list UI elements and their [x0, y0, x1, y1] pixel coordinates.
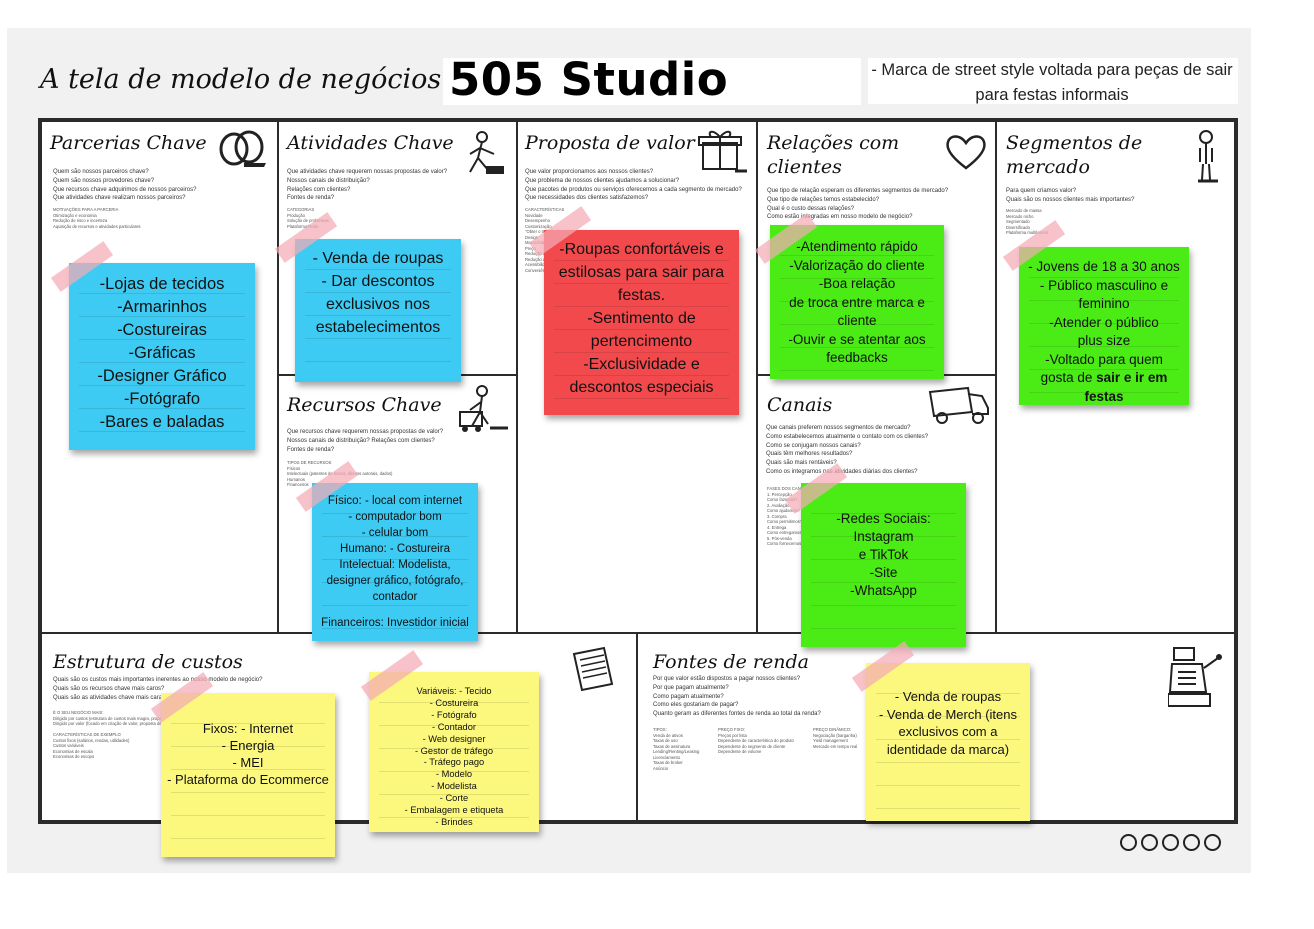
description-box: [868, 58, 1238, 104]
block-questions: Que valor proporcionamos aos nossos clie…: [525, 169, 742, 202]
block-hints: TIPOS: Venda de ativos Taxas de uso Taxa…: [653, 727, 700, 771]
note-text: Físico: - local com internet- computador…: [321, 495, 469, 629]
divider: [995, 118, 997, 634]
divider: [277, 118, 279, 634]
divider: [636, 632, 638, 824]
divider: [516, 118, 518, 634]
divider: [756, 118, 758, 634]
block-title-recursos: Recursos Chave: [287, 394, 442, 416]
info-license-icon: [1204, 834, 1221, 851]
divider: [38, 632, 1238, 634]
sticky-note-recursos: Físico: - local com internet- computador…: [312, 483, 478, 641]
sa-license-icon: [1183, 834, 1200, 851]
note-text: Fixos: - Internet- Energia- MEI- Platafo…: [167, 721, 329, 787]
worker-cart-icon: [459, 385, 508, 432]
notes-icon: [572, 646, 614, 692]
block-questions: Que atividades chave requerem nossas pro…: [287, 169, 448, 202]
brand-box: [443, 58, 861, 105]
by-license-icon: [1141, 834, 1158, 851]
block-hints: FASES DOS CANAIS 1. Percepção Como fazem…: [767, 486, 808, 546]
brand-name: 505 Studio: [449, 53, 729, 106]
note-text: -Lojas de tecidos-Armarinhos-Costureiras…: [97, 275, 227, 431]
sticky-note-custos-fixos: Fixos: - Internet- Energia- MEI- Platafo…: [161, 693, 335, 857]
sticky-note-fontes: - Venda de roupas- Venda de Merch (itens…: [866, 663, 1030, 821]
block-questions: Que canais preferem nossos segmentos de …: [766, 425, 929, 475]
heart-icon: [946, 135, 986, 170]
block-hints: PREÇO FIXO: Preços por lista Dependente …: [718, 727, 794, 754]
block-title-parcerias: Parcerias Chave: [50, 132, 207, 154]
block-title-custos: Estrutura de custos: [53, 651, 243, 673]
block-title-canais: Canais: [767, 394, 833, 416]
block-title-relacoes: Relações com clientes: [767, 132, 900, 178]
block-title-segmentos: Segmentos de mercado: [1006, 132, 1143, 178]
note-text: -Atendimento rápido-Valorização do clien…: [788, 239, 926, 365]
block-hints: Mercado de massa Mercado nicho Segmentad…: [1006, 208, 1048, 235]
block-questions: Quais são os custos mais importantes ine…: [53, 677, 263, 701]
wedding-rings-icon: [219, 130, 266, 167]
cash-register-icon: [1168, 647, 1222, 707]
sticky-note-relacoes: -Atendimento rápido-Valorização do clien…: [770, 225, 944, 379]
block-questions: Que recursos chave requerem nossas propo…: [287, 429, 444, 453]
note-text: - Venda de roupas- Venda de Merch (itens…: [878, 689, 1018, 757]
truck-icon: [928, 386, 989, 424]
gift-icon: [698, 130, 747, 173]
page-title: A tela de modelo de negócios: [40, 64, 442, 95]
sticky-note-segmentos: - Jovens de 18 a 30 anos - Público mascu…: [1019, 247, 1189, 405]
block-questions: Por que valor estão dispostos a pagar no…: [653, 676, 821, 718]
cc-license-icon: [1120, 834, 1137, 851]
block-questions: Quem são nossos parceiros chave? Quem sã…: [53, 169, 197, 202]
nc-license-icon: [1162, 834, 1179, 851]
block-hints: MOTIVAÇÕES PARA A PARCERIA Otimização e …: [53, 207, 141, 229]
block-hints: CATEGORIAS Produção Solução de problemas…: [287, 207, 329, 229]
note-text: - Jovens de 18 a 30 anos - Público mascu…: [1028, 259, 1180, 404]
brand-description: - Marca de street style voltada para peç…: [871, 61, 1233, 104]
person-icon: [1198, 130, 1218, 183]
block-hints: PREÇO DINÂMICO: Negociação (barganha) Yi…: [813, 727, 858, 749]
block-title-fontes: Fontes de renda: [653, 651, 809, 673]
sticky-note-parcerias: -Lojas de tecidos-Armarinhos-Costureiras…: [69, 263, 255, 450]
block-questions: Que tipo de relação esperam os diferente…: [767, 188, 949, 221]
block-questions: Para quem criamos valor? Quais são os no…: [1006, 188, 1135, 203]
worker-icon: [469, 131, 504, 174]
block-title-proposta: Proposta de valor: [525, 132, 695, 154]
note-text: Variáveis: - Tecido- Costureira- Fotógra…: [404, 686, 504, 827]
sticky-note-custos-variaveis: Variáveis: - Tecido- Costureira- Fotógra…: [369, 672, 539, 832]
block-title-atividades: Atividades Chave: [287, 132, 454, 154]
